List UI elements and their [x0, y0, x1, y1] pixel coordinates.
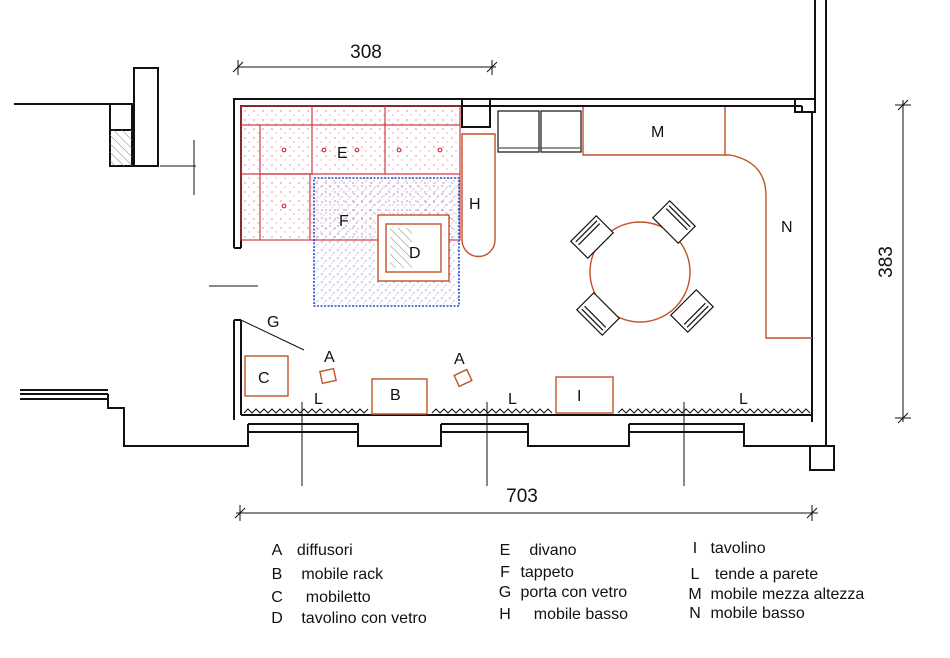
legend-text: tappeto	[520, 564, 574, 581]
speaker-a-1	[319, 367, 337, 385]
dim-top-width: 308	[350, 42, 382, 63]
legend-text: mobile basso	[710, 605, 805, 622]
guide-lines	[160, 140, 685, 486]
label-a-2: A	[454, 351, 465, 368]
legend-item: G porta con vetro	[494, 584, 627, 602]
legend-key: N	[689, 605, 701, 622]
legend-text: mobile rack	[301, 566, 384, 583]
dimension-lines	[232, 60, 911, 521]
legend-key: H	[499, 606, 511, 623]
wall-hatch	[110, 130, 132, 166]
legend-item: A diffusori	[266, 542, 353, 560]
label-d: D	[409, 245, 421, 262]
legend-text: tende a parete	[714, 566, 819, 583]
cabinet-c	[244, 355, 289, 397]
legend-item: C mobiletto	[266, 589, 371, 607]
label-l-2: L	[508, 391, 517, 408]
label-c: C	[258, 370, 270, 387]
legend-text: tavolino con vetro	[301, 610, 427, 627]
legend-text: porta con vetro	[520, 584, 628, 601]
label-e: E	[337, 145, 348, 162]
dim-right-height: 383	[876, 246, 897, 278]
label-g: G	[267, 314, 279, 331]
cabinet-m-n	[582, 107, 812, 339]
dim-bottom-width: 703	[506, 486, 538, 507]
label-m: M	[651, 124, 664, 141]
label-b: B	[390, 387, 401, 404]
legend-key: E	[499, 542, 511, 559]
table-i	[555, 376, 614, 414]
legend-item: I tavolino	[684, 540, 766, 558]
low-cabinet-h	[461, 133, 496, 258]
curtains-l	[243, 408, 811, 414]
legend-item: H mobile basso	[494, 606, 628, 624]
label-i: I	[577, 388, 581, 405]
legend-text: divano	[529, 542, 577, 559]
legend-text: tavolino	[710, 540, 766, 557]
label-h: H	[469, 196, 481, 213]
legend-item: M mobile mezza altezza	[684, 586, 864, 604]
legend-key: L	[690, 566, 700, 583]
legend-item: E divano	[494, 542, 577, 560]
legend-item: B mobile rack	[266, 566, 384, 584]
legend-key: M	[688, 586, 702, 603]
label-l-3: L	[739, 391, 748, 408]
legend-text: mobile basso	[533, 606, 629, 623]
legend-key: B	[271, 566, 283, 583]
dining-table	[569, 199, 715, 337]
rack-b	[371, 378, 428, 415]
legend-key: F	[500, 564, 510, 581]
speaker-a-2	[453, 368, 473, 388]
legend-key: C	[271, 589, 283, 606]
label-n: N	[781, 219, 793, 236]
legend-key: I	[692, 540, 698, 557]
label-l-1: L	[314, 391, 323, 408]
legend-key: D	[271, 610, 283, 627]
legend-item: N mobile basso	[684, 605, 805, 623]
table-glass-hatch	[390, 228, 412, 268]
legend-item: D tavolino con vetro	[266, 610, 427, 628]
label-f: F	[339, 213, 349, 230]
legend-key: A	[271, 542, 283, 559]
legend-text: mobiletto	[305, 589, 371, 606]
legend-text: diffusori	[296, 542, 353, 559]
legend-item: F tappeto	[494, 564, 574, 582]
legend-item: L tende a parete	[684, 566, 819, 584]
legend-text: mobile mezza altezza	[710, 586, 865, 603]
label-a-1: A	[324, 349, 335, 366]
top-cabinets	[497, 110, 582, 153]
legend-key: G	[498, 584, 512, 601]
